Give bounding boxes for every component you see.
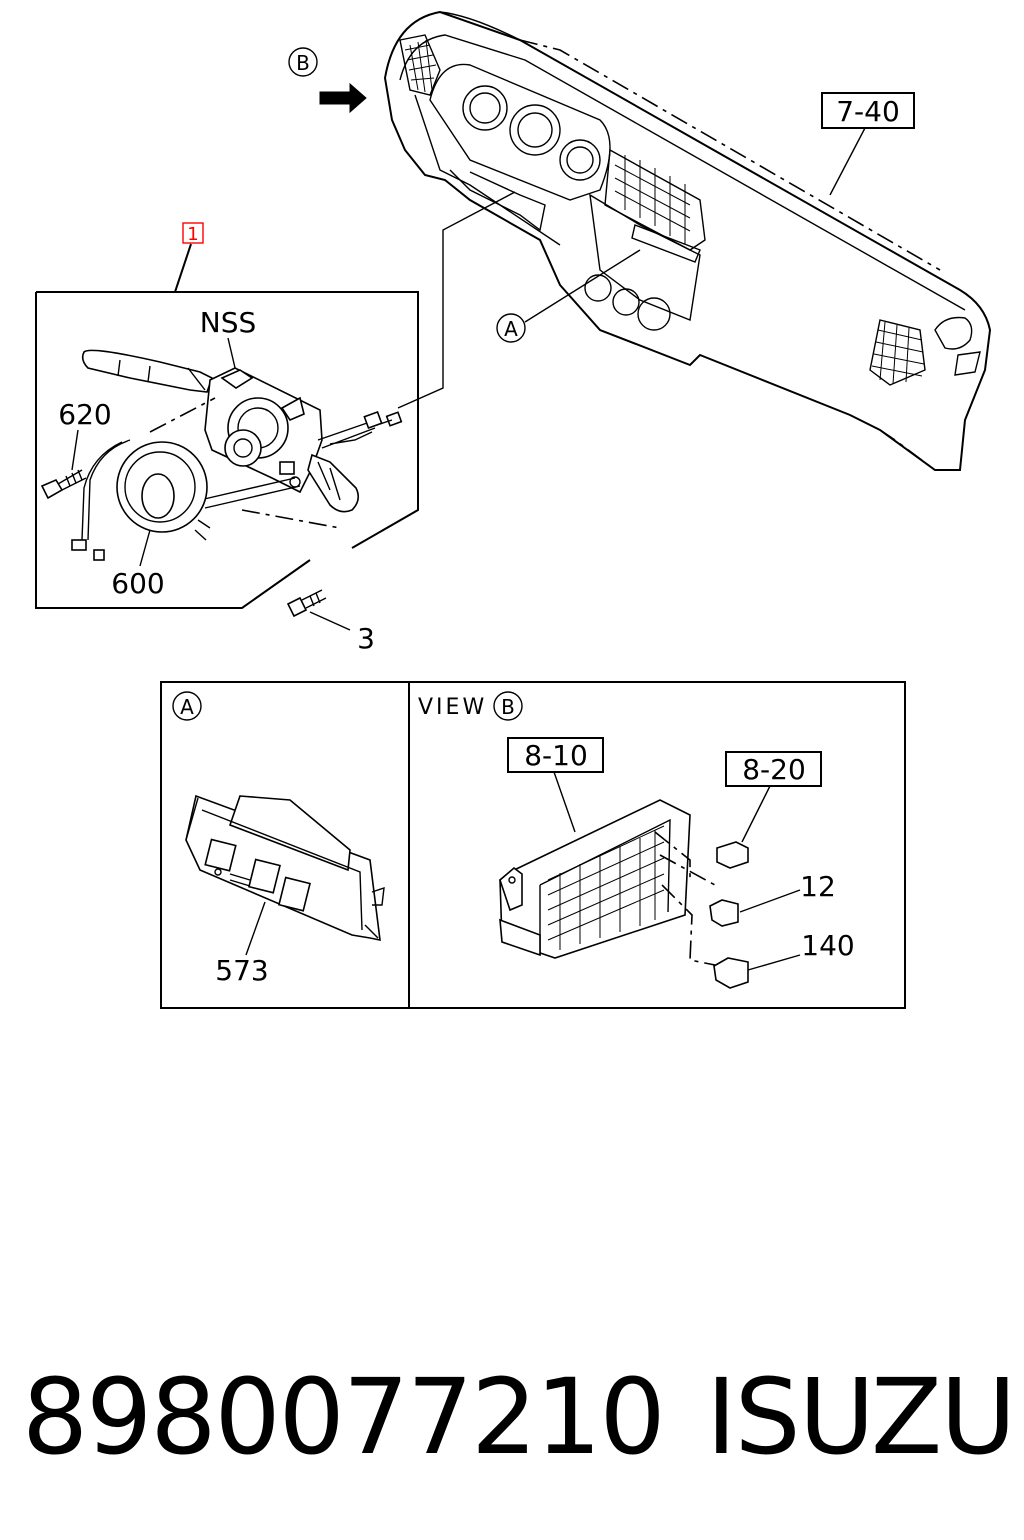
callout-a-top: A <box>496 249 641 343</box>
view-b-arrow: B <box>288 47 367 114</box>
diagram-label: A <box>180 695 194 719</box>
inset-frames <box>160 681 906 1009</box>
dashboard-drawing <box>383 10 992 471</box>
view-label: VIEW <box>418 695 487 720</box>
label-140: 140 <box>801 929 854 962</box>
label-nss: NSS <box>200 306 257 339</box>
screw-3-drawing <box>286 589 327 618</box>
diagram-label: 7-40 <box>836 95 900 128</box>
diagram-label: 8-20 <box>742 753 806 786</box>
brand-name: ISUZU <box>706 1356 1016 1478</box>
bolt-620-drawing <box>40 469 87 500</box>
combination-switch-drawing <box>81 349 403 529</box>
inset-b: VIEW B 8-10 8-20 <box>418 691 822 989</box>
leader-switch-to-dash <box>397 191 516 409</box>
inset-a: A <box>172 691 385 942</box>
label-573: 573 <box>215 954 268 987</box>
callout-b-top: B <box>296 51 310 75</box>
diagram-label: 8-10 <box>524 739 588 772</box>
diagram-label: 1 <box>187 224 198 245</box>
part-1-callout: 1 <box>35 222 419 609</box>
diagram-label: B <box>501 695 515 719</box>
label-3: 3 <box>357 622 375 655</box>
label-600: 600 <box>111 567 164 600</box>
ref-7-40: 7-40 <box>821 92 915 196</box>
label-620: 620 <box>58 398 111 431</box>
label-12: 12 <box>800 870 836 903</box>
diagram-label: A <box>504 317 518 341</box>
clock-spring-drawing <box>71 439 211 561</box>
part-number: 8980077210 <box>22 1356 666 1478</box>
